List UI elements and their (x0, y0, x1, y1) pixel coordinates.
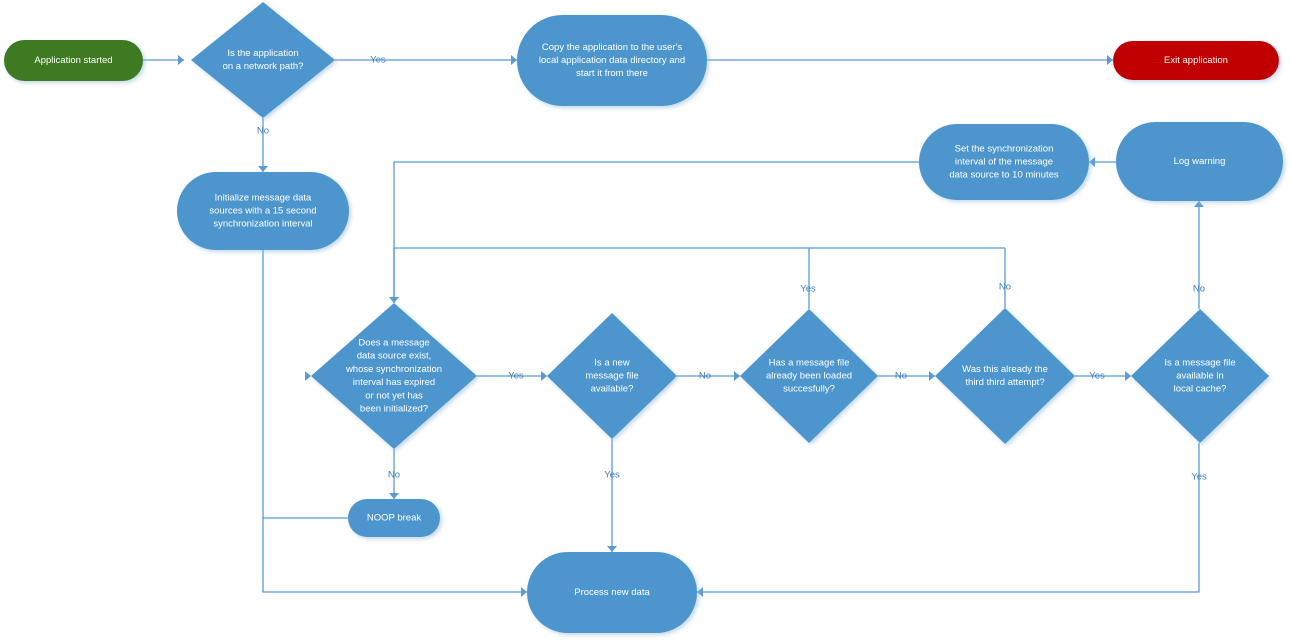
noop-break-node-shape (348, 499, 440, 537)
copy-application-node-shape (517, 15, 707, 106)
initialize-message-data-sources-node-shape (177, 172, 349, 250)
arrow-to-cache (1125, 371, 1131, 381)
arrow-to-noop (389, 493, 399, 499)
edge-label-no-network-path: No (257, 126, 269, 137)
edge-label-yes-source-exists: Yes (508, 371, 524, 382)
arrow-to-init (258, 166, 268, 172)
is-message-file-available-in-local-cache-decision-shape (1131, 309, 1269, 443)
is-application-on-network-path-decision-shape (191, 2, 335, 118)
arrow-to-logwarning (1194, 201, 1204, 207)
edge-label-no-local-cache: No (1193, 284, 1205, 295)
process-new-data-node[interactable]: Process new data (527, 552, 697, 633)
arrow-to-loaded (734, 371, 740, 381)
copy-application-node[interactable]: Copy the application to the user'slocal … (517, 15, 707, 106)
edge-label-yes-local-cache: Yes (1191, 472, 1207, 483)
does-message-data-source-exist-decision-shape (311, 303, 477, 449)
log-warning-node[interactable]: Log warning (1116, 122, 1283, 201)
log-warning-node-shape (1116, 122, 1283, 201)
arrow-to-process-top (607, 546, 617, 552)
nodes-layer: Application started Is the applicationon … (4, 2, 1283, 633)
arrowheads-layer (178, 55, 1204, 597)
application-started-node[interactable]: Application started (4, 40, 143, 81)
was-this-third-attempt-decision-shape (935, 308, 1075, 444)
edge-cache-yes-to-process (697, 443, 1200, 593)
edge-label-no-third-attempt: No (999, 282, 1011, 293)
edge-noloop-to-exists (393, 247, 1005, 303)
exit-application-node-shape (1113, 41, 1279, 80)
noop-break-node[interactable]: NOOP break (348, 499, 440, 537)
arrow-to-process-right (697, 587, 703, 597)
edges-layer (143, 59, 1200, 593)
process-new-data-node-shape (527, 552, 697, 633)
edge-left-rail-to-process (262, 376, 527, 593)
edge-label-yes-already-loaded: Yes (800, 284, 816, 295)
edge-label-yes-network-path: Yes (370, 55, 386, 66)
edge-label-yes-new-file: Yes (604, 470, 620, 481)
arrow-to-setinterval (1089, 157, 1095, 167)
edge-label-no-source-exists: No (388, 470, 400, 481)
edge-setinterval-to-loop (393, 161, 919, 303)
edge-label-yes-third-attempt: Yes (1089, 371, 1105, 382)
arrow-to-copy (511, 55, 517, 65)
arrow-to-exists-top (389, 297, 399, 303)
arrow-to-exists-left (305, 371, 311, 381)
arrow-to-process-left (521, 587, 527, 597)
arrow-to-exit (1107, 55, 1113, 65)
exit-application-node[interactable]: Exit application (1113, 41, 1279, 80)
application-started-node-shape (4, 40, 143, 81)
edge-label-no-already-loaded: No (895, 371, 907, 382)
arrow-to-newfile (541, 371, 547, 381)
arrow-to-third (929, 371, 935, 381)
is-new-message-file-available-decision-shape (547, 313, 677, 439)
set-synchronization-interval-node-shape (919, 124, 1089, 200)
arrow-to-network-decision (178, 55, 184, 65)
edge-label-no-new-file: No (699, 371, 711, 382)
has-message-file-already-been-loaded-decision-shape (740, 309, 878, 443)
